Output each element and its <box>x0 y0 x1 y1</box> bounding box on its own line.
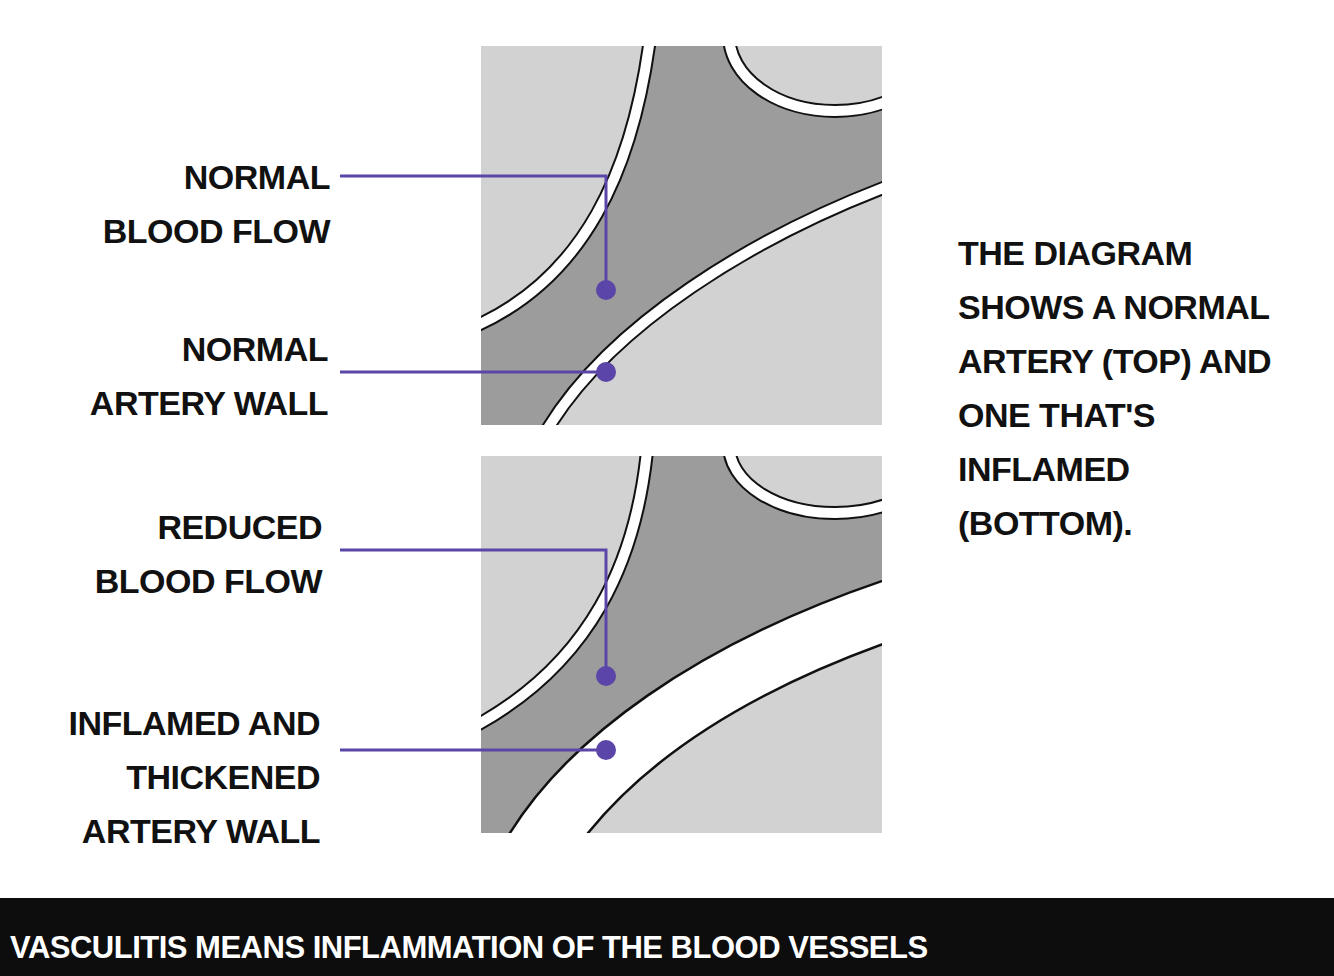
caption: VASCULITIS MEANS INFLAMMATION OF THE BLO… <box>10 928 928 968</box>
leader-dots <box>596 280 616 760</box>
normal-artery <box>481 46 882 425</box>
leader-lines <box>340 176 606 750</box>
callout-label: INFLAMED AND THICKENED ARTERY WALL <box>8 696 320 858</box>
callout-label: NORMAL BLOOD FLOW <box>68 150 330 258</box>
callout-label: NORMAL ARTERY WALL <box>56 322 328 430</box>
note-text: THE DIAGRAM SHOWS A NORMAL ARTERY (TOP) … <box>958 226 1310 550</box>
inflamed-artery <box>481 456 882 833</box>
callout-label: REDUCED BLOOD FLOW <box>60 500 322 608</box>
